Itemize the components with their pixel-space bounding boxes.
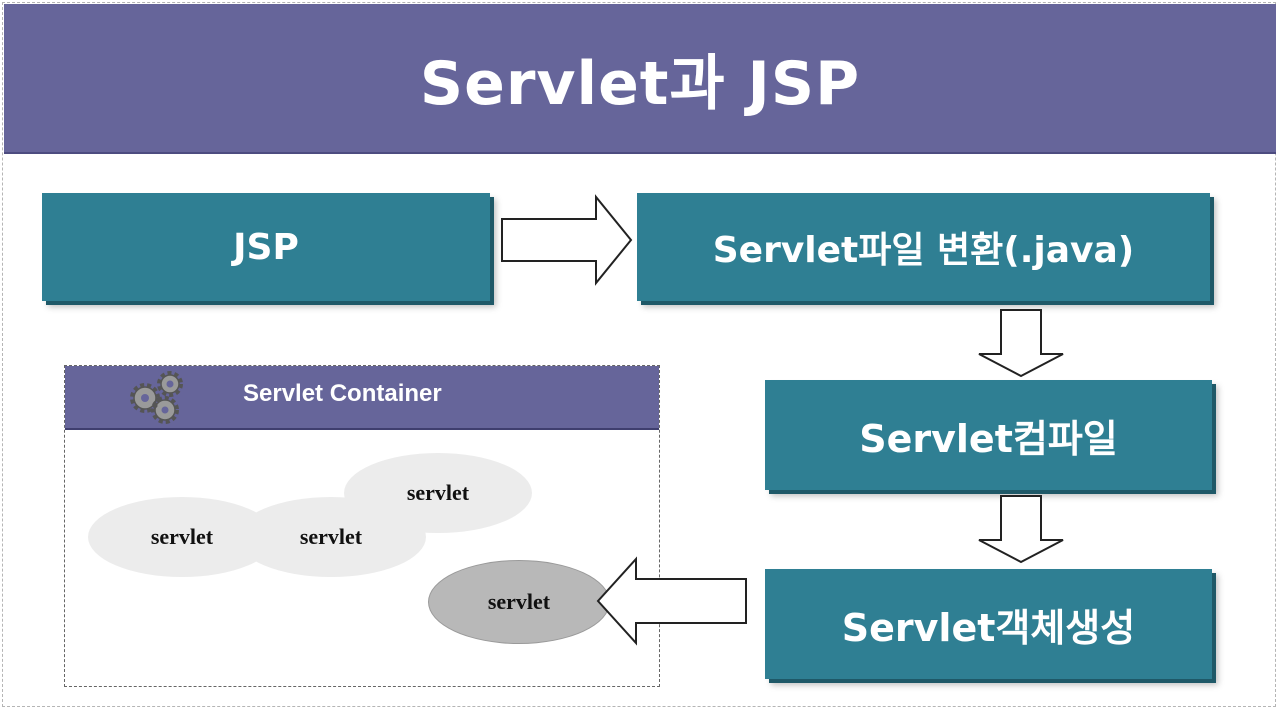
servlet-label: servlet [299, 524, 363, 549]
servlet-instance-active: servlet [428, 560, 610, 644]
step-convert-java: Servlet파일 변환(.java) [637, 193, 1210, 301]
servlet-label: servlet [406, 480, 470, 505]
step-jsp-label: JSP [233, 226, 299, 268]
container-header: Servlet Container [65, 366, 659, 430]
arrow-down-2 [978, 495, 1064, 564]
arrow-left [596, 556, 747, 646]
gears-icon [130, 371, 183, 424]
step-convert-label: Servlet파일 변환(.java) [712, 230, 1135, 271]
step-create-object: Servlet객체생성 [765, 569, 1212, 679]
servlet-label: servlet [150, 524, 214, 549]
container-title: Servlet Container [243, 380, 442, 407]
step-jsp: JSP [42, 193, 490, 301]
servlet-instance: servlet [344, 453, 532, 533]
diagram-title: Servlet과 JSP [419, 48, 861, 119]
step-compile: Servlet컴파일 [765, 380, 1212, 490]
step-create-label: Servlet객체생성 [841, 605, 1136, 650]
servlet-label: servlet [487, 589, 551, 614]
title-bar: Servlet과 JSP [4, 4, 1276, 154]
step-compile-label: Servlet컴파일 [859, 416, 1118, 461]
arrow-down-1 [978, 309, 1064, 378]
arrow-right [501, 194, 633, 286]
